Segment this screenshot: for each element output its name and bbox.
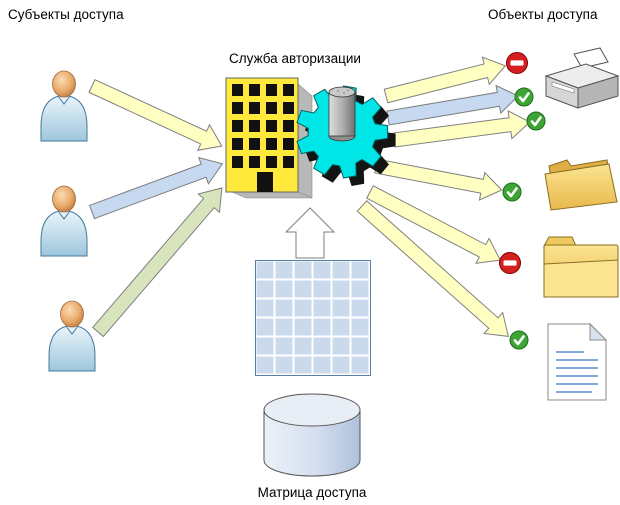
matrix-cell (274, 279, 294, 299)
arrow-subject3-to-service (91, 187, 223, 338)
arrow-service-to-printer-3 (392, 109, 531, 148)
closed-folder-icon (543, 236, 619, 298)
matrix-cell (312, 355, 332, 375)
matrix-cell (255, 298, 275, 318)
open-folder-icon (544, 159, 618, 211)
matrix-cell (312, 336, 332, 356)
matrix-cell (350, 279, 370, 299)
matrix-cell (312, 260, 332, 280)
matrix-cell (255, 279, 275, 299)
matrix-cell (255, 317, 275, 337)
database-icon (263, 393, 361, 477)
building-icon (225, 77, 313, 199)
matrix-cell (331, 279, 351, 299)
allowed-badge-open-folder (501, 181, 523, 203)
matrix-cell (255, 260, 275, 280)
matrix-border (255, 260, 371, 376)
subjects-label: Субъекты доступа (8, 7, 124, 22)
matrix-cell (293, 336, 313, 356)
matrix-cell (312, 317, 332, 337)
document-icon (547, 322, 608, 401)
document-fold-corner (589, 322, 608, 341)
arrow-service-to-closed-folder (366, 185, 502, 264)
matrix-cell (331, 260, 351, 280)
objects-label: Объекты доступа (488, 7, 598, 22)
denied-badge-closed-folder (499, 252, 521, 274)
grid-icon (255, 260, 371, 376)
arrow-matrix-to-service (284, 207, 336, 259)
matrix-cell (274, 336, 294, 356)
matrix-cell (293, 260, 313, 280)
folder-flap (543, 259, 619, 298)
matrix-cell (274, 355, 294, 375)
user-icon (40, 70, 88, 142)
matrix-cell (350, 260, 370, 280)
allowed-badge-printer-1 (513, 86, 535, 108)
matrix-cell (274, 298, 294, 318)
access-matrix-grid (255, 260, 370, 375)
matrix-cell (350, 355, 370, 375)
building-door (257, 172, 273, 192)
arrow-subject1-to-service (88, 78, 223, 151)
matrix-cell (255, 355, 275, 375)
matrix-cell (331, 355, 351, 375)
user-icon (48, 300, 96, 372)
denied-badge-printer (506, 52, 528, 74)
matrix-cell (312, 298, 332, 318)
allowed-badge-printer-2 (525, 110, 547, 132)
matrix-cell (255, 336, 275, 356)
arrow-service-to-printer-2 (386, 84, 520, 126)
printer-output-paper (551, 81, 575, 94)
document-text-lines (556, 351, 598, 393)
arrow-subject2-to-service (88, 156, 224, 220)
arrow-service-to-open-folder (374, 158, 503, 201)
service-label: Служба авторизации (229, 51, 361, 66)
matrix-cell (350, 317, 370, 337)
user-icon (40, 185, 88, 257)
matrix-cell (274, 317, 294, 337)
allowed-badge-document (508, 329, 530, 351)
building-windows (232, 84, 294, 192)
matrix-cell (350, 298, 370, 318)
matrix-cell (274, 260, 294, 280)
matrix-cell (312, 279, 332, 299)
printer-paper (573, 47, 609, 69)
matrix-cell (293, 355, 313, 375)
matrix-label: Матрица доступа (258, 485, 367, 500)
gear-icon (296, 85, 396, 186)
building-shadow-bottom (231, 191, 313, 199)
printer-icon (544, 47, 620, 109)
matrix-cell (350, 336, 370, 356)
matrix-cell (331, 336, 351, 356)
matrix-cell (331, 298, 351, 318)
gear-hub-cylinder (328, 86, 356, 142)
matrix-cell (331, 317, 351, 337)
matrix-cell (293, 298, 313, 318)
matrix-cell (293, 279, 313, 299)
arrow-service-to-printer-1 (383, 56, 507, 104)
arrow-service-to-document (356, 200, 509, 337)
matrix-cell (293, 317, 313, 337)
